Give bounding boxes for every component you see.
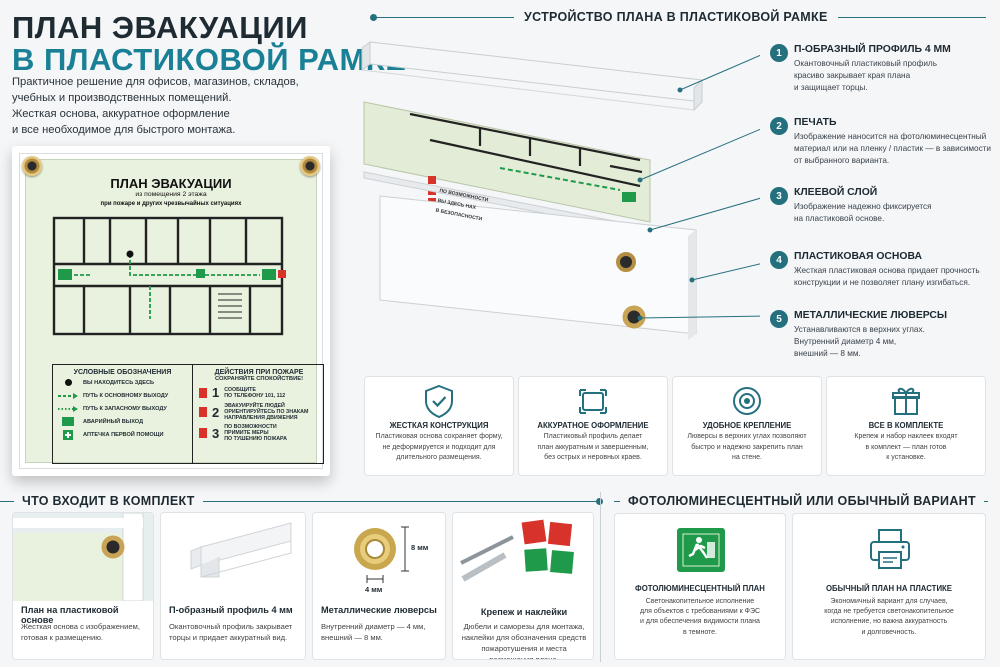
- grommet-icon: [300, 156, 320, 176]
- feature-card: АККУРАТНОЕ ОФОРМЛЕНИЕ Пластиковый профил…: [518, 376, 668, 476]
- floor-plan-drawing: [52, 216, 286, 336]
- grommet-icon: [22, 156, 42, 176]
- plan-title: ПЛАН ЭВАКУАЦИИ: [110, 176, 232, 191]
- plan-legend: УСЛОВНЫЕ ОБОЗНАЧЕНИЯ ВЫ НАХОДИТЕСЬ ЗДЕСЬ…: [52, 364, 324, 464]
- main-exit-path-icon: [57, 392, 79, 399]
- section-dot: [596, 498, 603, 505]
- variant-card-photoluminescent: ФОТОЛЮМИНЕСЦЕНТНЫЙ ПЛАН Светонакопительн…: [614, 513, 786, 660]
- intro-line: учебных и производственных помещений.: [12, 92, 232, 104]
- grommet-image: [313, 513, 445, 601]
- grommet-icon: [733, 387, 761, 415]
- page-title-line1: ПЛАН ЭВАКУАЦИИ: [12, 10, 308, 45]
- legend-item: ПУТЬ К ЗАПАСНОМУ ВЫХОДУ: [53, 402, 192, 415]
- phone-icon: [199, 387, 207, 398]
- fasteners-stickers-image: [453, 513, 593, 601]
- kit-item-fasteners: Крепеж и наклейки Дюбели и саморезы для …: [452, 512, 594, 660]
- intro-line: и все необходимое для быстрого монтажа.: [12, 124, 236, 136]
- intro-text: Практичное решение для офисов, магазинов…: [12, 74, 332, 138]
- section-dot: [370, 14, 377, 21]
- spare-exit-path-icon: [57, 405, 79, 412]
- you-are-here-icon: [57, 378, 79, 387]
- kit-item-grommets: 8 мм 4 мм Металлические люверсы Внутренн…: [312, 512, 446, 660]
- section-rule: [0, 501, 598, 502]
- layer-item-3: 3 КЛЕЕВОЙ СЛОЙ Изображение надежно фикси…: [770, 187, 992, 225]
- evacuate-icon: [199, 407, 207, 417]
- exploded-layers-illustration: [361, 41, 760, 340]
- layer-item-5: 5 МЕТАЛЛИЧЕСКИЕ ЛЮВЕРСЫ Устанавливаются …: [770, 310, 992, 360]
- plan-subtitle: из помещения 2 этажа: [135, 191, 207, 198]
- actions-subtitle: СОХРАНЯЙТЕ СПОКОЙСТВИЕ!: [214, 376, 304, 382]
- intro-line: Жесткая основа, аккуратное оформление: [12, 108, 230, 120]
- layer-item-4: 4 ПЛАСТИКОВАЯ ОСНОВА Жесткая пластиковая…: [770, 251, 992, 289]
- frame-icon: [579, 389, 607, 414]
- exit-sign-icon: [677, 528, 725, 572]
- kit-item-plan: План на пластиковой основе Жесткая основ…: [12, 512, 154, 660]
- actions-title: ДЕЙСТВИЯ ПРИ ПОЖАРЕ: [214, 369, 304, 376]
- legend-item: ВЫ НАХОДИТЕСЬ ЗДЕСЬ: [53, 376, 192, 389]
- feature-card: УДОБНОЕ КРЕПЛЕНИЕ Люверсы в верхних угла…: [672, 376, 822, 476]
- page-title-line2: В ПЛАСТИКОВОЙ РАМКЕ: [12, 42, 407, 77]
- legend-title: УСЛОВНЫЕ ОБОЗНАЧЕНИЯ: [73, 369, 172, 376]
- layer-item-1: 1 П-ОБРАЗНЫЙ ПРОФИЛЬ 4 ММ Окантовочный п…: [770, 44, 992, 94]
- extinguisher-icon: [199, 428, 207, 438]
- printer-icon: [870, 529, 910, 569]
- kit-item-profile: П-образный профиль 4 мм Окантовочный про…: [160, 512, 306, 660]
- plan-subtitle2: при пожаре и других чрезвычайных ситуаци…: [100, 201, 242, 207]
- feature-card: ВСЕ В КОМПЛЕКТЕ Крепеж и набор наклеек в…: [826, 376, 986, 476]
- framed-evacuation-plan: ПЛАН ЭВАКУАЦИИ из помещения 2 этажа при …: [12, 146, 330, 476]
- variants-heading: ФОТОЛЮМИНЕСЦЕНТНЫЙ ИЛИ ОБЫЧНЫЙ ВАРИАНТ: [620, 494, 984, 508]
- gift-icon: [892, 387, 920, 415]
- plan-corner-image: [13, 513, 153, 601]
- feature-card: ЖЕСТКАЯ КОНСТРУКЦИЯ Пластиковая основа с…: [364, 376, 514, 476]
- legend-item: АВАРИЙНЫЙ ВЫХОД: [53, 415, 192, 428]
- legend-item: АПТЕЧКА ПЕРВОЙ ПОМОЩИ: [53, 428, 192, 441]
- emergency-exit-icon: [57, 417, 79, 426]
- vertical-divider: [600, 492, 601, 662]
- grommet-width-label: 4 мм: [365, 585, 383, 594]
- grommet-height-label: 8 мм: [411, 543, 429, 552]
- plan-sheet: ПЛАН ЭВАКУАЦИИ из помещения 2 этажа при …: [22, 156, 324, 464]
- first-aid-icon: [57, 429, 79, 440]
- intro-line: Практичное решение для офисов, магазинов…: [12, 76, 299, 88]
- layer-item-2: 2 ПЕЧАТЬ Изображение наносится на фотолю…: [770, 117, 992, 167]
- profile-image: [161, 513, 305, 601]
- structure-heading: УСТРОЙСТВО ПЛАНА В ПЛАСТИКОВОЙ РАМКЕ: [514, 10, 838, 24]
- legend-item: ПУТЬ К ОСНОВНОМУ ВЫХОДУ: [53, 389, 192, 402]
- shield-check-icon: [425, 384, 453, 419]
- kit-heading: ЧТО ВХОДИТ В КОМПЛЕКТ: [14, 494, 203, 508]
- variant-card-regular: ОБЫЧНЫЙ ПЛАН НА ПЛАСТИКЕ Экономичный вар…: [792, 513, 986, 660]
